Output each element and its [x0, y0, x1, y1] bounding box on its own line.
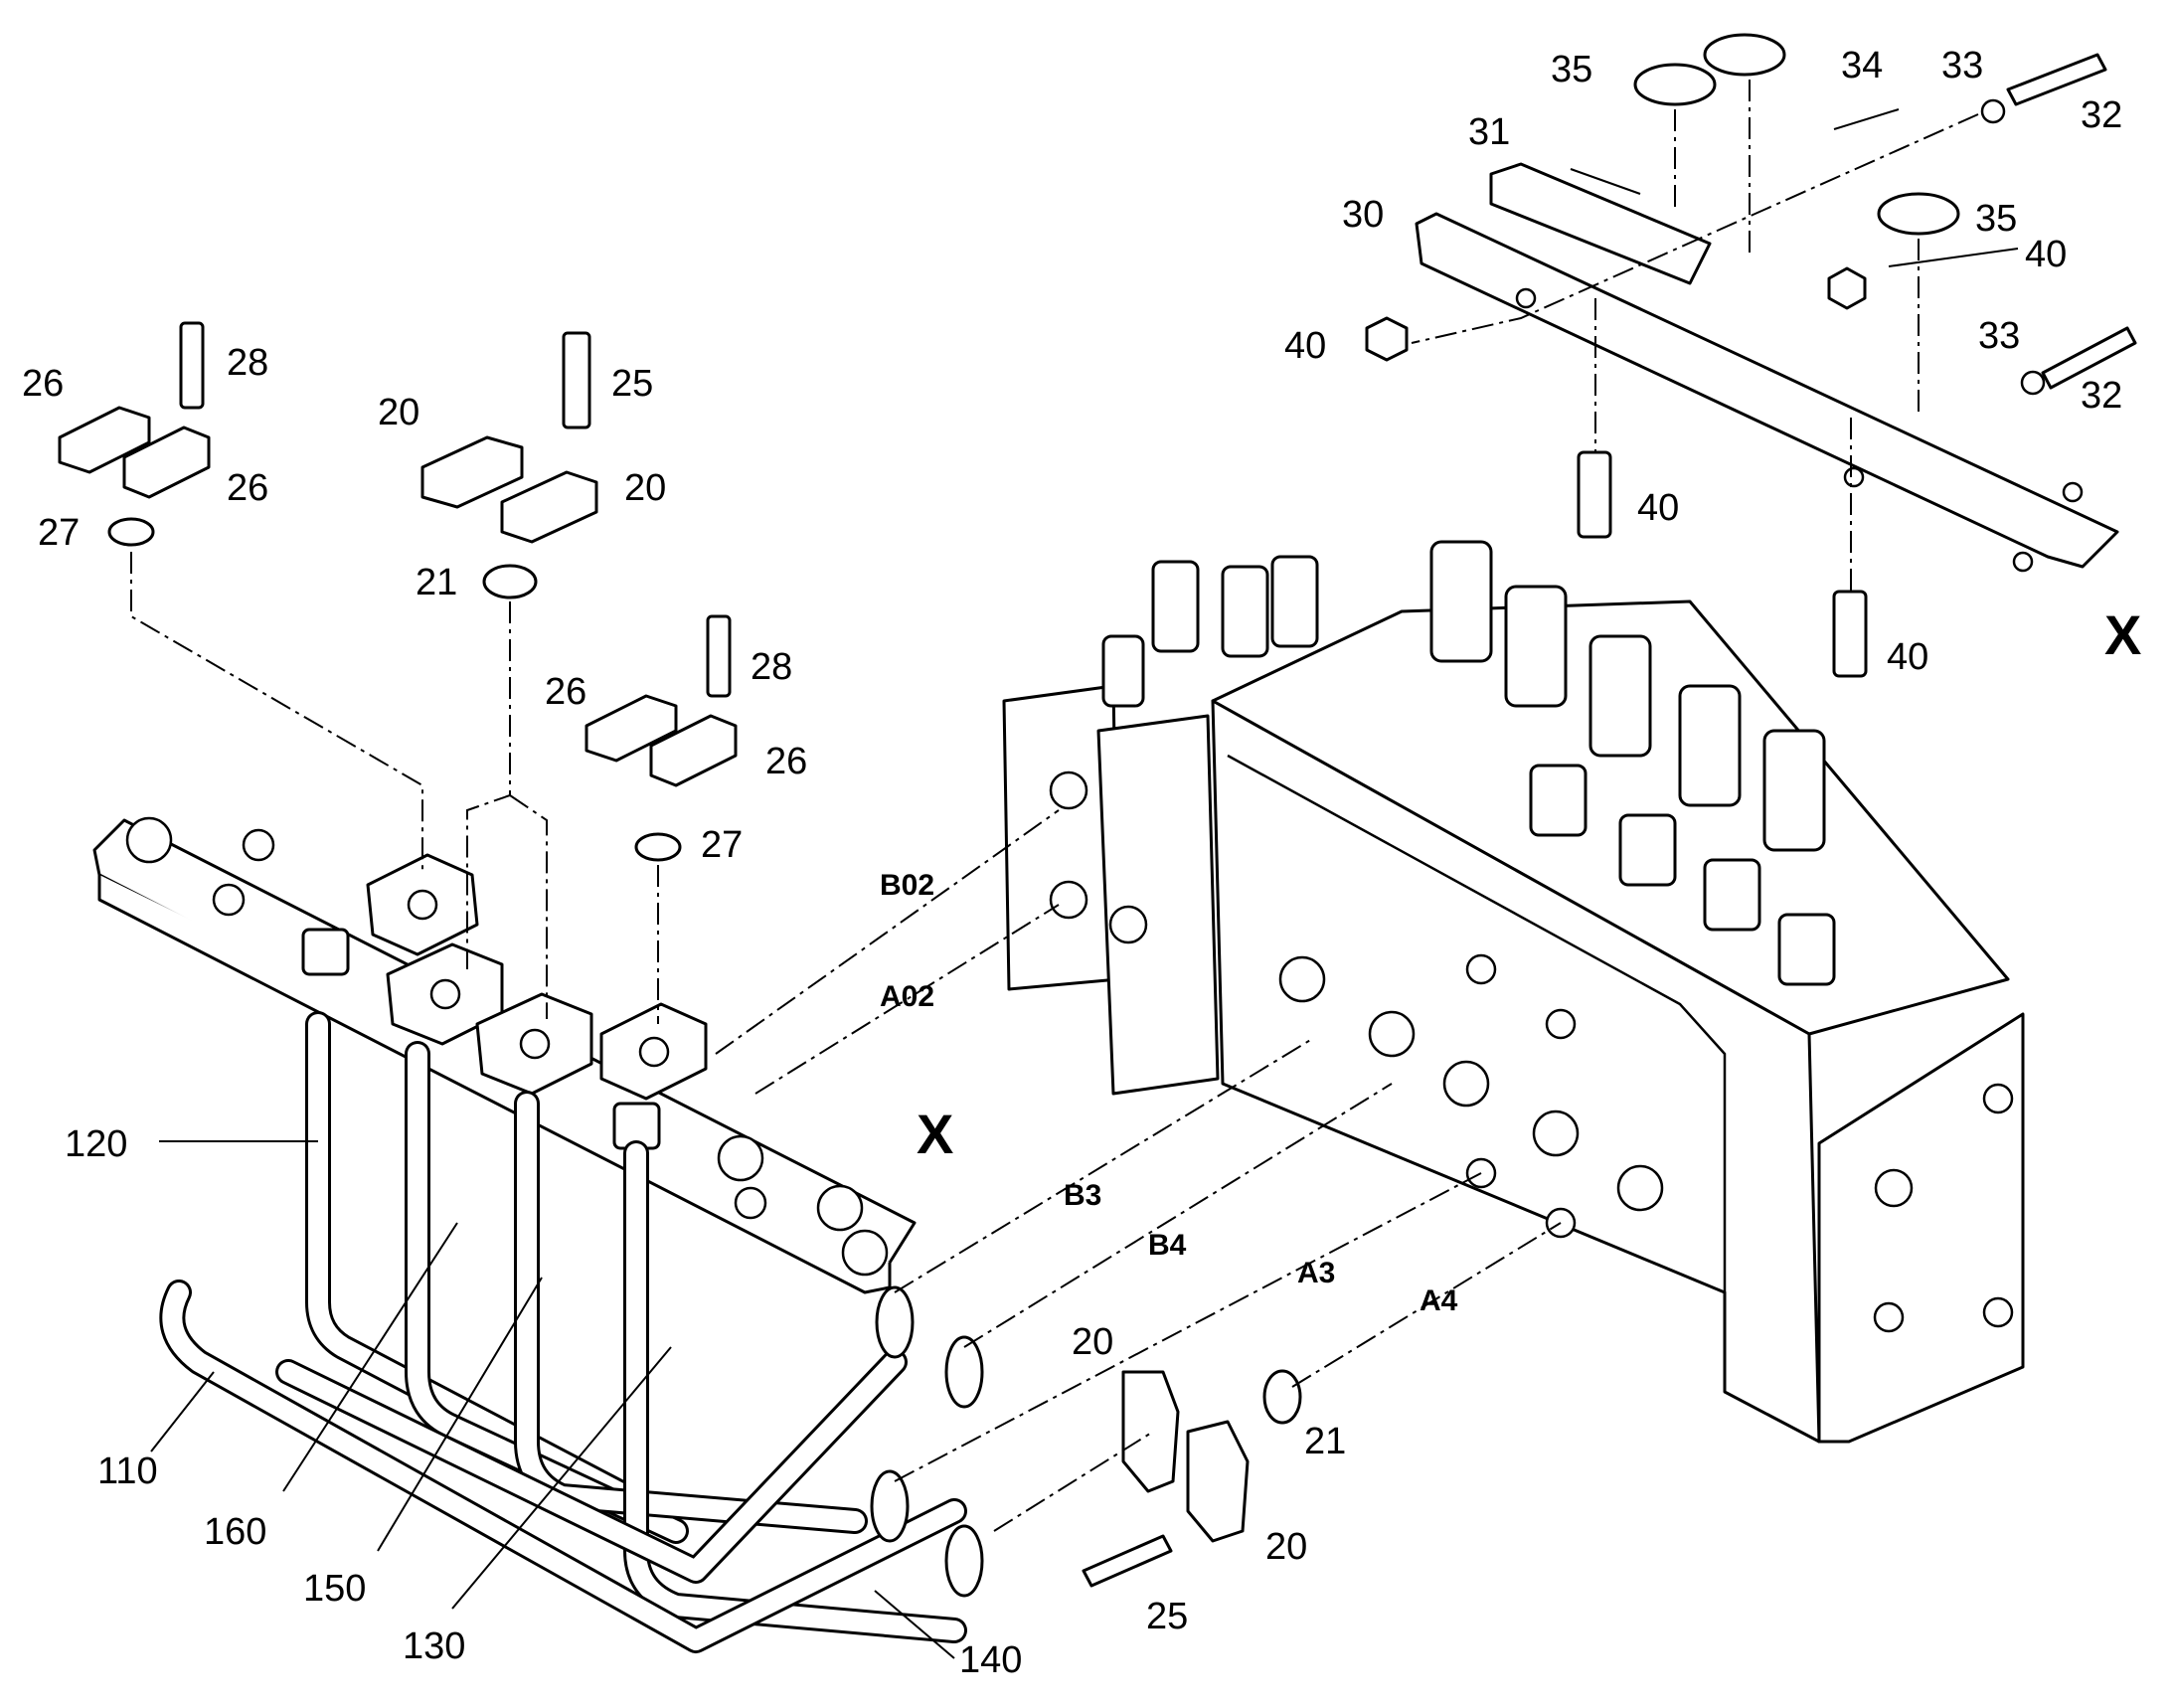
callout-35: 35 — [1551, 49, 1592, 90]
left-mounting-plate — [92, 816, 917, 1294]
callout-26: 26 — [545, 671, 586, 713]
callout-20: 20 — [624, 467, 666, 509]
callout-32: 32 — [2081, 375, 2122, 417]
port-label-b02: B02 — [880, 869, 934, 902]
callout-40: 40 — [1284, 325, 1326, 367]
callout-25: 25 — [1146, 1596, 1188, 1637]
frame-mark-x-right: X — [2104, 603, 2141, 666]
callout-40: 40 — [2025, 234, 2067, 275]
small-clamp-parts — [58, 321, 1302, 1588]
callout-26: 26 — [227, 467, 268, 509]
callout-110: 110 — [97, 1451, 158, 1492]
port-label-a3: A3 — [1297, 1257, 1335, 1289]
callout-150: 150 — [303, 1568, 366, 1610]
callout-120: 120 — [65, 1123, 127, 1165]
callout-25: 25 — [611, 363, 653, 405]
control-valve-block — [1002, 540, 2025, 1444]
callout-27: 27 — [701, 824, 743, 866]
hydraulic-tubes — [159, 1011, 984, 1653]
callout-40: 40 — [1637, 487, 1679, 529]
callout-40: 40 — [1887, 636, 1928, 678]
callout-28: 28 — [227, 342, 268, 384]
callout-130: 130 — [403, 1625, 465, 1667]
callout-20: 20 — [1072, 1321, 1113, 1363]
port-label-b3: B3 — [1064, 1179, 1101, 1212]
callout-28: 28 — [751, 646, 792, 688]
callout-20: 20 — [378, 392, 419, 433]
callout-35: 35 — [1975, 198, 2017, 240]
left-assembly-lines — [130, 552, 1562, 1532]
callout-160: 160 — [204, 1511, 266, 1553]
valve-ports — [1049, 770, 2014, 1333]
frame-mark-x-left: X — [917, 1103, 953, 1165]
callout-26: 26 — [765, 741, 807, 782]
callout-140: 140 — [959, 1639, 1022, 1681]
callout-27: 27 — [38, 512, 80, 554]
port-label-a4: A4 — [1420, 1284, 1458, 1317]
leader-lines — [150, 108, 2019, 1659]
port-label-a02: A02 — [880, 980, 934, 1013]
callout-34: 34 — [1841, 45, 1883, 86]
callout-21: 21 — [416, 562, 457, 603]
port-label-b4: B4 — [1148, 1229, 1187, 1262]
callout-31: 31 — [1468, 111, 1510, 153]
callout-30: 30 — [1342, 194, 1384, 236]
upper-clamp-plate-assembly — [1365, 33, 2137, 678]
callout-33: 33 — [1941, 45, 1983, 86]
callout-20: 20 — [1265, 1526, 1307, 1568]
callout-21: 21 — [1304, 1421, 1346, 1462]
callout-33: 33 — [1978, 315, 2020, 357]
callout-32: 32 — [2081, 94, 2122, 136]
callout-26: 26 — [22, 363, 64, 405]
callout-numbers: 35 34 33 32 31 30 35 40 40 33 32 40 40 2… — [22, 45, 2122, 1681]
spool-caps — [1101, 540, 1836, 986]
